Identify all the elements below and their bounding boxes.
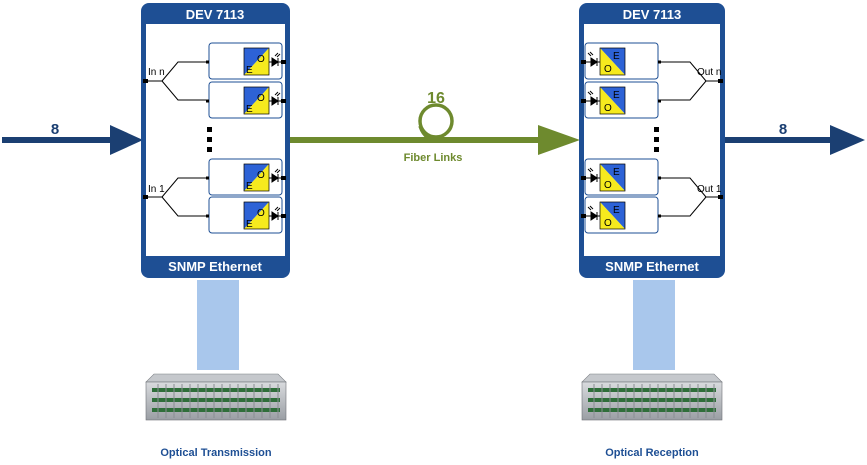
module-letter-e: E xyxy=(246,104,253,115)
module-letter-o: O xyxy=(604,218,612,229)
photodiode-icon xyxy=(269,52,282,67)
arrow-right-icon xyxy=(110,125,143,155)
right-device-title: DEV 7113 xyxy=(623,7,682,22)
input-arrow xyxy=(2,125,143,155)
output-label-1: Out 1 xyxy=(697,184,722,195)
transmitter-module: O E xyxy=(206,42,286,80)
ethernet-bar-left xyxy=(197,280,239,370)
caption-optical-reception: Optical Reception xyxy=(605,447,699,459)
ellipsis-dots xyxy=(207,127,212,152)
module-letter-o: O xyxy=(604,64,612,75)
module-letter-e: E xyxy=(613,205,620,216)
transmitter-module: O E xyxy=(206,158,286,196)
module-letter-o: O xyxy=(604,180,612,191)
photodiode-icon xyxy=(269,91,282,106)
arrow-right-icon xyxy=(538,125,580,155)
output-arrow xyxy=(724,125,865,155)
transmitter-module: O E xyxy=(206,81,286,119)
module-letter-o: O xyxy=(604,103,612,114)
photodiode-icon xyxy=(585,167,600,183)
photodiode-icon xyxy=(585,205,600,221)
ellipsis-dots xyxy=(654,127,659,152)
right-device: DEV 7113 SNMP Ethernet Out n Out 1 xyxy=(579,3,725,278)
fiber-coil-icon xyxy=(418,103,454,142)
arrow-right-icon xyxy=(830,125,865,155)
module-letter-o: O xyxy=(257,208,265,219)
receiver-module: E O xyxy=(581,42,661,80)
left-device-title: DEV 7113 xyxy=(186,7,245,22)
module-letter-o: O xyxy=(257,54,265,65)
transmitter-module: O E xyxy=(206,196,286,234)
output-label-n: Out n xyxy=(697,67,721,78)
right-device-footer: SNMP Ethernet xyxy=(605,259,699,274)
input-arrow-label: 8 xyxy=(51,121,59,138)
rack-chassis-icon xyxy=(581,373,723,421)
left-device-footer: SNMP Ethernet xyxy=(168,259,262,274)
fiber-link xyxy=(288,103,580,155)
fiber-links-label: Fiber Links xyxy=(404,152,463,164)
module-letter-e: E xyxy=(246,65,253,76)
receiver-module: E O xyxy=(581,158,661,196)
photodiode-icon xyxy=(269,206,282,221)
fiber-count-label: 16 xyxy=(427,90,445,107)
photodiode-icon xyxy=(269,168,282,183)
module-letter-e: E xyxy=(613,90,620,101)
rack-chassis-icon xyxy=(145,373,287,421)
left-device: DEV 7113 SNMP Ethernet In n In 1 xyxy=(141,3,290,278)
module-letter-e: E xyxy=(613,51,620,62)
module-letter-o: O xyxy=(257,93,265,104)
module-letter-e: E xyxy=(613,167,620,178)
photodiode-icon xyxy=(585,90,600,106)
module-letter-e: E xyxy=(246,181,253,192)
input-label-n: In n xyxy=(148,67,165,78)
photodiode-icon xyxy=(585,51,600,67)
module-letter-e: E xyxy=(246,219,253,230)
receiver-module: E O xyxy=(581,81,661,119)
input-label-1: In 1 xyxy=(148,184,165,195)
output-arrow-label: 8 xyxy=(779,121,787,138)
receiver-module: E O xyxy=(581,196,661,234)
ethernet-bar-right xyxy=(633,280,675,370)
module-letter-o: O xyxy=(257,170,265,181)
caption-optical-transmission: Optical Transmission xyxy=(160,447,272,459)
